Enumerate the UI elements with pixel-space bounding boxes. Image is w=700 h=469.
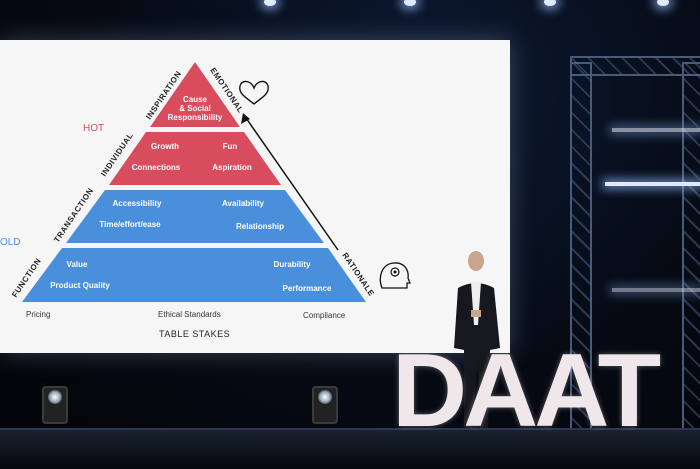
- stage-floor: [0, 428, 700, 469]
- pyramid-base-tier: [22, 248, 366, 302]
- presentation-screen: Cause & Social Responsibility Growth Con…: [0, 40, 510, 353]
- ceiling-light: [264, 0, 276, 6]
- footer-table-stakes: TABLE STAKES: [159, 329, 230, 339]
- arrow-head: [241, 113, 250, 124]
- top-line-1: Cause: [183, 95, 208, 104]
- hot-left-2: Connections: [132, 163, 181, 172]
- cold-left-2: Time/effort/ease: [99, 220, 161, 229]
- label-cold: OLD: [0, 237, 21, 248]
- stage-truss: [570, 56, 700, 76]
- pyramid-top-tier: [150, 62, 240, 127]
- footer-pricing: Pricing: [26, 310, 50, 319]
- ceiling-light: [404, 0, 416, 6]
- cold-left-1: Accessibility: [113, 199, 162, 208]
- heart-icon: [239, 80, 269, 105]
- stage-truss: [682, 62, 700, 436]
- footer-compliance: Compliance: [303, 311, 346, 320]
- rationale-to-emotional-arrow: [245, 117, 339, 251]
- led-bar: [605, 182, 700, 186]
- stage-spotlight: [42, 386, 68, 424]
- hot-left-1: Growth: [151, 142, 179, 151]
- label-hot: HOT: [83, 123, 104, 134]
- hot-right-1: Fun: [223, 142, 238, 151]
- top-line-3: Responsibility: [168, 113, 223, 122]
- base-right-2: Performance: [283, 284, 332, 293]
- speaker-person: [454, 251, 500, 428]
- base-right-1: Durability: [274, 260, 311, 269]
- ceiling-light: [544, 0, 556, 6]
- led-bar: [612, 288, 700, 292]
- cold-right-2: Relationship: [236, 222, 284, 231]
- event-logo: DAAT: [392, 333, 661, 449]
- top-line-2: & Social: [179, 104, 211, 113]
- stage-spotlight: [312, 386, 338, 424]
- base-left-2: Product Quality: [50, 281, 110, 290]
- pyramid-cold-tier: [66, 190, 324, 243]
- cold-right-1: Availability: [222, 199, 264, 208]
- pyramid-slide: Cause & Social Responsibility Growth Con…: [0, 62, 411, 339]
- led-bar: [612, 128, 700, 132]
- hot-right-2: Aspiration: [212, 163, 252, 172]
- pyramid-hot-tier: [109, 132, 281, 185]
- gear-head-icon: [379, 262, 411, 289]
- base-left-1: Value: [67, 260, 88, 269]
- ceiling-light: [657, 0, 669, 6]
- footer-ethical-standards: Ethical Standards: [158, 310, 221, 319]
